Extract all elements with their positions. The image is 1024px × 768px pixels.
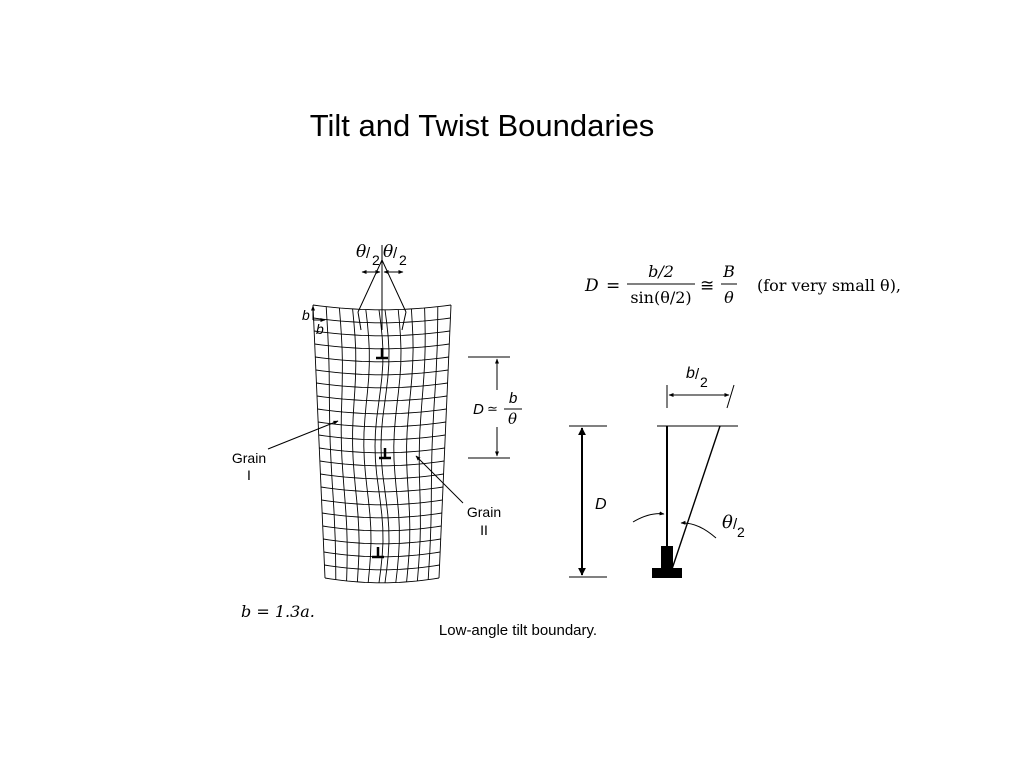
- lattice-grid: [312, 304, 452, 584]
- svg-text:(for very small θ),: (for very small θ),: [757, 276, 901, 295]
- lattice-row-line: [320, 473, 444, 480]
- svg-text:sin(θ/2): sin(θ/2): [630, 288, 691, 307]
- lattice-row-line: [321, 499, 443, 506]
- svg-text:=: =: [606, 276, 620, 296]
- svg-text:θ: θ: [724, 288, 734, 307]
- svg-text:2: 2: [372, 252, 380, 268]
- lattice-column-line: [406, 308, 414, 582]
- svg-text:/: /: [695, 366, 700, 383]
- theta-half-label-right: θ / 2: [383, 242, 407, 268]
- svg-text:/: /: [366, 245, 371, 262]
- spacing-formula: D = b/2 sin(θ/2) ≅ B θ (for very small θ…: [584, 262, 901, 307]
- lattice-row-line: [324, 577, 440, 584]
- spacing-b: b: [509, 390, 517, 407]
- grain-two-label: Grain: [467, 504, 501, 520]
- spacing-approx: ≃: [487, 401, 498, 416]
- lattice-row-line: [319, 447, 445, 454]
- spacing-d-label: D: [473, 401, 484, 418]
- svg-text:≅: ≅: [700, 276, 714, 296]
- burgers-label-lower: b: [316, 321, 324, 337]
- svg-text:/: /: [393, 245, 398, 262]
- grain-two-numeral: II: [480, 522, 488, 538]
- lattice-column-line: [325, 306, 337, 580]
- svg-text:D: D: [584, 276, 599, 296]
- svg-text:θ: θ: [722, 512, 733, 533]
- svg-text:B: B: [722, 262, 735, 281]
- lattice-column-line: [363, 309, 372, 583]
- burgers-label-upper: b: [302, 307, 310, 323]
- geometry-b-half-label: b / 2: [686, 365, 708, 390]
- geometry-theta-half-label: θ / 2: [722, 512, 745, 540]
- svg-text:2: 2: [700, 374, 708, 390]
- dislocation-core: [652, 546, 682, 578]
- lattice-row-line: [316, 395, 448, 402]
- svg-text:b: b: [686, 365, 695, 382]
- theta-half-label-left: θ / 2: [356, 242, 380, 268]
- burgers-relation: b = 1.3a.: [241, 602, 315, 621]
- lattice-column-line: [338, 307, 348, 581]
- lattice-row-line: [323, 538, 441, 545]
- lattice-column-line: [312, 304, 326, 579]
- lattice-row-line: [315, 356, 449, 363]
- lattice-column-line: [393, 309, 402, 583]
- lattice-row-line: [322, 525, 442, 532]
- geometry-d-label: D: [595, 496, 607, 513]
- grain-two-pointer: [415, 455, 464, 504]
- figure-caption: Low-angle tilt boundary.: [438, 622, 598, 639]
- svg-text:2: 2: [737, 524, 745, 540]
- svg-text:θ: θ: [383, 242, 393, 262]
- grain-one-label: Grain: [232, 450, 266, 466]
- lattice-column-line: [438, 304, 452, 579]
- geometry-sketch: [569, 384, 738, 578]
- lattice-row-line: [320, 486, 444, 493]
- tilt-boundary-lines: [357, 245, 407, 331]
- lattice-row-line: [316, 382, 448, 389]
- theta-symbol: θ: [356, 242, 366, 262]
- lattice-column-line: [380, 309, 390, 583]
- lattice-row-line: [317, 408, 447, 415]
- svg-text:2: 2: [399, 252, 407, 268]
- svg-text:/: /: [733, 516, 738, 533]
- dislocation-symbols: [372, 348, 391, 559]
- lattice-column-line: [352, 308, 360, 582]
- lattice-column-line: [416, 307, 426, 581]
- spacing-theta: θ: [508, 410, 517, 428]
- burgers-arrows: [311, 305, 326, 322]
- lattice-column-line: [427, 306, 439, 580]
- lattice-row-line: [324, 564, 440, 571]
- slide-title: Tilt and Twist Boundaries: [309, 108, 655, 143]
- lattice-row-line: [318, 434, 446, 441]
- svg-text:b/2: b/2: [648, 262, 674, 281]
- spacing-marker: [468, 356, 522, 459]
- grain-one-numeral: I: [247, 467, 251, 483]
- grain-one-pointer: [267, 420, 339, 450]
